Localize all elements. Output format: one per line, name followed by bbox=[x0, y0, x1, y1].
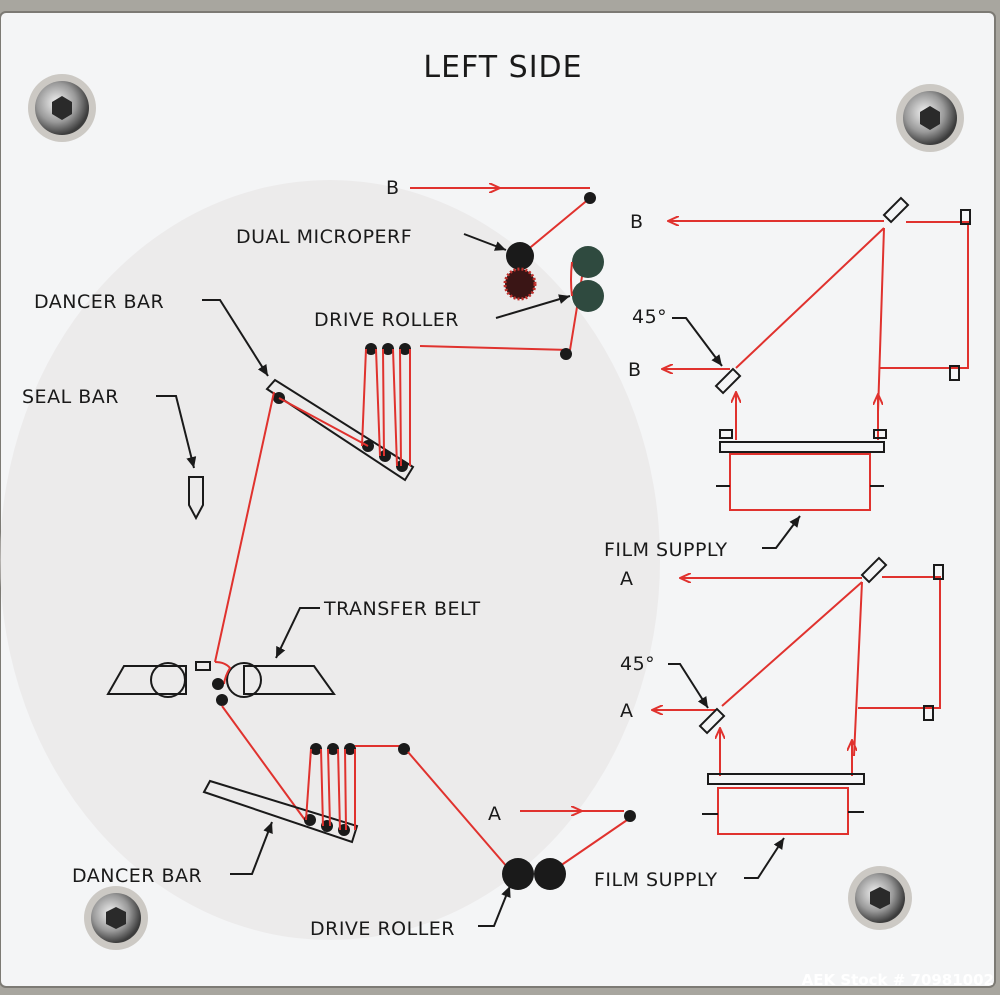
label-film-supply-top: FILM SUPPLY bbox=[604, 539, 728, 561]
label-transfer-belt: TRANSFER BELT bbox=[323, 598, 481, 620]
film-from-seal bbox=[221, 705, 306, 821]
bolt-icon bbox=[28, 74, 96, 142]
bolt-icon bbox=[84, 886, 148, 950]
supply-shaft-top bbox=[719, 441, 885, 453]
nip-roller bbox=[216, 694, 228, 706]
guide-post bbox=[719, 429, 733, 439]
belt-roller-right bbox=[226, 662, 262, 698]
bolt-icon bbox=[896, 84, 964, 152]
label-dual-microperf: DUAL MICROPERF bbox=[236, 226, 412, 248]
dancer-bar-top bbox=[265, 378, 415, 482]
belt-gap-bar bbox=[195, 661, 211, 671]
drive-roller-b bbox=[534, 858, 566, 890]
belt-roller-left bbox=[150, 662, 186, 698]
festoon-bottom bbox=[305, 745, 404, 831]
label-dancer-bar-top: DANCER BAR bbox=[34, 291, 164, 313]
film-lower-path bbox=[407, 751, 631, 869]
dancer-bar-bottom bbox=[202, 779, 359, 844]
panel-title: LEFT SIDE bbox=[423, 50, 582, 85]
festoon-top bbox=[278, 348, 411, 467]
drive-roller-upper bbox=[572, 246, 604, 278]
turn-bar-45-bottom bbox=[698, 707, 726, 735]
label-b-right-mid: B bbox=[628, 359, 642, 381]
idler-roller bbox=[560, 348, 572, 360]
film-to-seal bbox=[214, 391, 275, 663]
guide-post bbox=[933, 564, 944, 580]
idler-roller bbox=[398, 743, 410, 755]
label-b-top: B bbox=[386, 177, 400, 199]
film-loop-b bbox=[735, 221, 969, 413]
label-b-right-top: B bbox=[630, 211, 644, 233]
label-angle-top: 45° bbox=[632, 306, 667, 328]
idler-roller bbox=[624, 810, 636, 822]
label-drive-roller-bottom: DRIVE ROLLER bbox=[310, 918, 455, 940]
label-dancer-bar-bottom: DANCER BAR bbox=[72, 865, 202, 887]
turn-bar-45-top bbox=[714, 367, 742, 395]
turn-bar-top bbox=[882, 196, 910, 224]
leader-lines bbox=[156, 233, 801, 927]
seal-bar bbox=[188, 476, 204, 521]
bolt-icon bbox=[848, 866, 912, 930]
dancer-rollers-bottom bbox=[304, 743, 356, 836]
dancer-rollers-top bbox=[273, 343, 411, 472]
film-loop-a bbox=[721, 576, 941, 757]
drive-roller-lower bbox=[572, 280, 604, 312]
idler-roller bbox=[584, 192, 596, 204]
guide-post bbox=[949, 365, 960, 381]
film-brace bbox=[214, 661, 232, 685]
guide-post bbox=[960, 209, 971, 225]
label-angle-bottom: 45° bbox=[620, 653, 655, 675]
film-roll-top bbox=[729, 453, 871, 511]
label-a-right-mid: A bbox=[620, 700, 634, 722]
label-a-bottom: A bbox=[488, 803, 502, 825]
label-film-supply-bottom: FILM SUPPLY bbox=[594, 869, 718, 891]
label-a-right-top: A bbox=[620, 568, 634, 590]
guide-post bbox=[873, 429, 887, 439]
transfer-belt bbox=[243, 665, 336, 695]
reflection bbox=[0, 180, 660, 940]
drive-roller-a bbox=[502, 858, 534, 890]
nip-roller bbox=[212, 678, 224, 690]
turn-bar-bottom bbox=[860, 556, 888, 584]
stock-watermark: AEK Stock # 70981002 bbox=[802, 971, 994, 989]
microperf-gear bbox=[503, 267, 537, 301]
guide-post bbox=[923, 705, 934, 721]
label-seal-bar: SEAL BAR bbox=[22, 386, 119, 408]
microperf-roller bbox=[506, 242, 534, 270]
label-drive-roller-top: DRIVE ROLLER bbox=[314, 309, 459, 331]
film-wrap bbox=[570, 261, 573, 297]
supply-shaft-bottom bbox=[707, 773, 865, 785]
